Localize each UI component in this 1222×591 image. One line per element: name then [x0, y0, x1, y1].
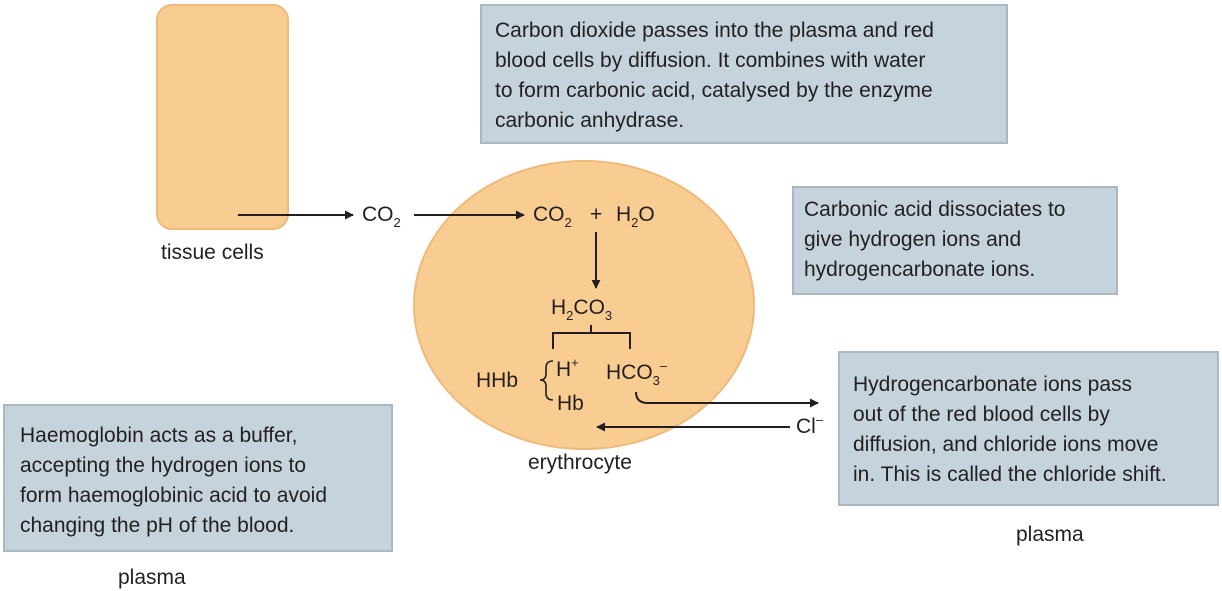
text-line: hydrogencarbonate ions. [804, 258, 1036, 281]
chloride-base: Cl [796, 415, 816, 438]
co2-base: CO [533, 203, 565, 226]
co2-subscript: 2 [564, 215, 572, 230]
water-label: H2O [616, 203, 655, 229]
plasma-label-right: plasma [1016, 523, 1084, 546]
bicarbonate-charge: – [659, 358, 668, 373]
hhb-label: HHb [476, 369, 519, 392]
text-line: out of the red blood cells by [853, 403, 1110, 426]
hydrogen-charge: + [571, 355, 579, 370]
chloride-ion-label: Cl– [796, 413, 823, 438]
diffusion-explanation-box: Carbon dioxide passes into the plasma an… [480, 4, 1008, 144]
erythrocyte-label: erythrocyte [528, 451, 632, 474]
text-line: carbonic anhydrase. [495, 109, 685, 132]
bicarbonate-out-arrow [635, 391, 819, 408]
text-line: diffusion, and chloride ions move [853, 433, 1159, 456]
text-line: in. This is called the chloride shift. [853, 463, 1167, 486]
text-line: to form carbonic acid, catalysed by the … [495, 79, 933, 102]
co2-subscript: 2 [393, 215, 401, 230]
text-line: Carbon dioxide passes into the plasma an… [495, 19, 934, 42]
co2-outside-label: CO2 [362, 203, 401, 229]
text-line: changing the pH of the blood. [20, 514, 295, 537]
carbonic-subscript-h: 2 [566, 308, 574, 323]
carbonic-h: H [551, 296, 567, 319]
co2-base: CO [362, 203, 394, 226]
hydrogencarbonate-label: HCO3– [606, 359, 667, 387]
water-subscript: 2 [631, 215, 639, 230]
plus-sign: + [590, 203, 603, 226]
haemoglobin-label: Hb [557, 392, 584, 415]
water-o: O [638, 203, 655, 226]
carbonic-subscript-o: 3 [604, 308, 613, 323]
hydrogen-ion-label: H+ [556, 356, 579, 381]
text-line: accepting the hydrogen ions to [20, 454, 307, 477]
bicarbonate-base: HCO [606, 361, 653, 384]
carbonic-co: CO [573, 296, 605, 319]
co2-inside-label: CO2 [533, 203, 572, 229]
text-line: Carbonic acid dissociates to [804, 198, 1066, 221]
buffer-explanation-box: Haemoglobin acts as a buffer, accepting … [3, 404, 393, 552]
chloride-charge: – [815, 412, 824, 427]
tissue-cells-label: tissue cells [161, 241, 264, 264]
tissue-cell-block [156, 4, 289, 230]
chloride-shift-explanation-box: Hydrogencarbonate ions pass out of the r… [838, 351, 1219, 506]
text-line: Hydrogencarbonate ions pass [853, 373, 1133, 396]
text-line: Haemoglobin acts as a buffer, [20, 424, 298, 447]
text-line: blood cells by diffusion. It combines wi… [495, 49, 926, 72]
text-line: form haemoglobinic acid to avoid [20, 484, 328, 507]
text-line: give hydrogen ions and [804, 228, 1022, 251]
water-h: H [616, 203, 632, 226]
bicarbonate-subscript: 3 [652, 373, 660, 388]
dissociation-explanation-box: Carbonic acid dissociates to give hydrog… [792, 186, 1118, 295]
carbonic-acid-label: H2CO3 [551, 296, 612, 322]
erythrocyte-cell [413, 160, 755, 450]
plasma-label-left: plasma [118, 566, 186, 589]
dissociation-bracket [552, 325, 631, 349]
hydrogen-base: H [556, 358, 572, 381]
haemoglobin-brace [539, 360, 554, 401]
